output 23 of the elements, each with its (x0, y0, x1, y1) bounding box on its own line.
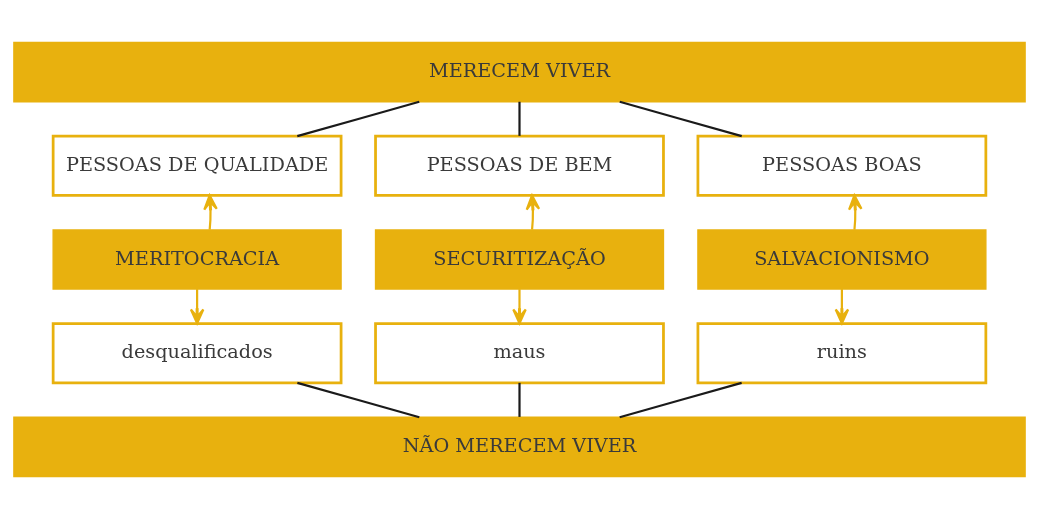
arrow (512, 288, 527, 324)
node-box: MERITOCRACIA (52, 228, 342, 290)
connector (297, 381, 420, 418)
node-box: ruins (696, 321, 988, 384)
connector (297, 100, 420, 137)
node-box: PESSOAS DE BEM (374, 134, 665, 197)
arrow (203, 193, 218, 230)
connector (518, 101, 521, 136)
connector (619, 381, 742, 418)
node-box: PESSOAS DE QUALIDADE (51, 134, 343, 197)
node-box: MERECEM VIVER (13, 41, 1026, 102)
node-box: NÃO MERECEM VIVER (13, 416, 1026, 477)
arrow (189, 288, 205, 324)
node-box: maus (374, 321, 665, 384)
arrow (848, 193, 863, 230)
connector (619, 100, 742, 137)
node-box: PESSOAS BOAS (696, 134, 988, 197)
node-box: desqualificados (51, 321, 343, 384)
node-box: SALVACIONISMO (697, 228, 987, 290)
node-box: SECURITIZAÇÃO (374, 228, 665, 290)
arrow (525, 193, 541, 230)
arrow (834, 288, 850, 324)
connector (518, 382, 521, 417)
